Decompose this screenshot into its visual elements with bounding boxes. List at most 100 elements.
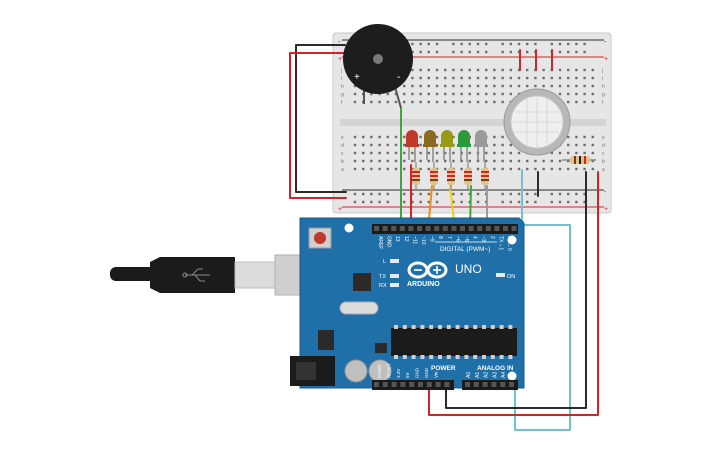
terminal-hole — [591, 167, 594, 171]
terminal-hole — [591, 143, 594, 147]
power-pin-label: 3.3V — [396, 369, 401, 378]
terminal-hole — [378, 92, 381, 96]
terminal-hole — [394, 100, 398, 104]
terminal-hole — [558, 84, 562, 88]
terminal-hole — [411, 151, 414, 155]
led-l-label: L — [383, 259, 386, 265]
rail-hole — [468, 192, 471, 196]
header-hole — [509, 382, 514, 387]
terminal-hole — [427, 100, 430, 104]
terminal-hole — [362, 159, 365, 163]
terminal-hole — [493, 143, 496, 147]
terminal-hole — [575, 92, 578, 96]
row-letter: b — [341, 159, 344, 165]
terminal-hole — [468, 76, 471, 80]
terminal-hole — [485, 84, 488, 88]
rail-hole — [575, 42, 578, 46]
row-letter: a — [341, 167, 344, 173]
rail-hole — [403, 200, 406, 204]
rail-hole — [476, 192, 480, 196]
terminal-hole — [353, 151, 357, 155]
terminal-hole — [501, 159, 504, 163]
terminal-hole — [485, 68, 488, 72]
terminal-hole — [526, 159, 529, 163]
terminal-hole — [419, 159, 422, 163]
terminal-hole — [485, 159, 488, 163]
terminal-hole — [558, 92, 562, 96]
terminal-hole — [435, 135, 439, 139]
wire-gnd — [445, 171, 587, 409]
terminal-hole — [411, 159, 414, 163]
led-tx-label: TX — [379, 274, 386, 280]
terminal-hole — [583, 143, 586, 147]
row-letter: b — [602, 159, 605, 165]
terminal-hole — [386, 159, 389, 163]
led-l — [390, 259, 399, 263]
row-letter: e — [602, 135, 605, 141]
led-orange — [423, 130, 437, 162]
terminal-hole — [517, 76, 521, 80]
terminal-hole — [403, 135, 406, 139]
terminal-hole — [444, 92, 447, 96]
terminal-hole — [444, 76, 447, 80]
terminal-hole — [575, 84, 578, 88]
rail-hole — [378, 200, 381, 204]
rail-hole — [526, 50, 529, 54]
terminal-hole — [501, 143, 504, 147]
rail-hole — [403, 192, 406, 196]
header-hole — [482, 382, 488, 387]
terminal-hole — [362, 143, 365, 147]
terminal-hole — [509, 68, 512, 72]
header-hole — [382, 226, 388, 231]
buzzer: + - — [343, 24, 413, 109]
rail-hole — [526, 192, 529, 196]
digital-pin-label: ~3 — [480, 236, 486, 242]
header-hole — [473, 382, 479, 387]
terminal-hole — [526, 68, 529, 72]
rail-hole — [517, 192, 521, 196]
rail-hole — [550, 192, 553, 196]
rail-plus-bottom-label-right: + — [604, 206, 608, 213]
terminal-hole — [493, 68, 496, 72]
rail-hole — [558, 200, 562, 204]
terminal-hole — [575, 135, 578, 139]
rail-hole — [558, 192, 562, 196]
rail-hole — [460, 192, 463, 196]
terminal-hole — [501, 151, 504, 155]
terminal-hole — [427, 159, 430, 163]
terminal-hole — [550, 151, 553, 155]
rail-hole — [476, 42, 480, 46]
terminal-hole — [583, 84, 586, 88]
row-letter: h — [341, 84, 344, 90]
header-hole — [468, 226, 474, 231]
terminal-hole — [370, 151, 373, 155]
digital-pin-label: 8 — [437, 236, 443, 239]
terminal-hole — [386, 167, 389, 171]
analog-pin-label: A2 — [484, 372, 490, 378]
terminal-hole — [427, 167, 430, 171]
terminal-hole — [476, 167, 480, 171]
row-letter: f — [341, 100, 343, 106]
terminal-hole — [452, 68, 455, 72]
rail-hole — [370, 200, 373, 204]
resistor-sensor — [562, 156, 596, 164]
terminal-hole — [567, 92, 570, 96]
digital-pin-label: ~11 — [411, 236, 417, 244]
wire-5v — [428, 171, 599, 416]
analog-pin-label: A4 — [501, 372, 507, 378]
header-hole — [442, 226, 448, 231]
row-letter: j — [601, 68, 603, 74]
terminal-hole — [542, 84, 545, 88]
rail-hole — [567, 42, 570, 46]
rail-hole — [452, 42, 455, 46]
rail-hole — [386, 192, 389, 196]
digital-pin-label: 7 — [446, 236, 452, 239]
row-letter: a — [602, 167, 605, 173]
usb-chip — [353, 273, 371, 291]
wire-teal-sensor — [514, 169, 571, 431]
header-hole — [435, 382, 441, 387]
terminal-hole — [575, 76, 578, 80]
rail-hole — [534, 192, 537, 196]
rail-hole — [460, 200, 463, 204]
